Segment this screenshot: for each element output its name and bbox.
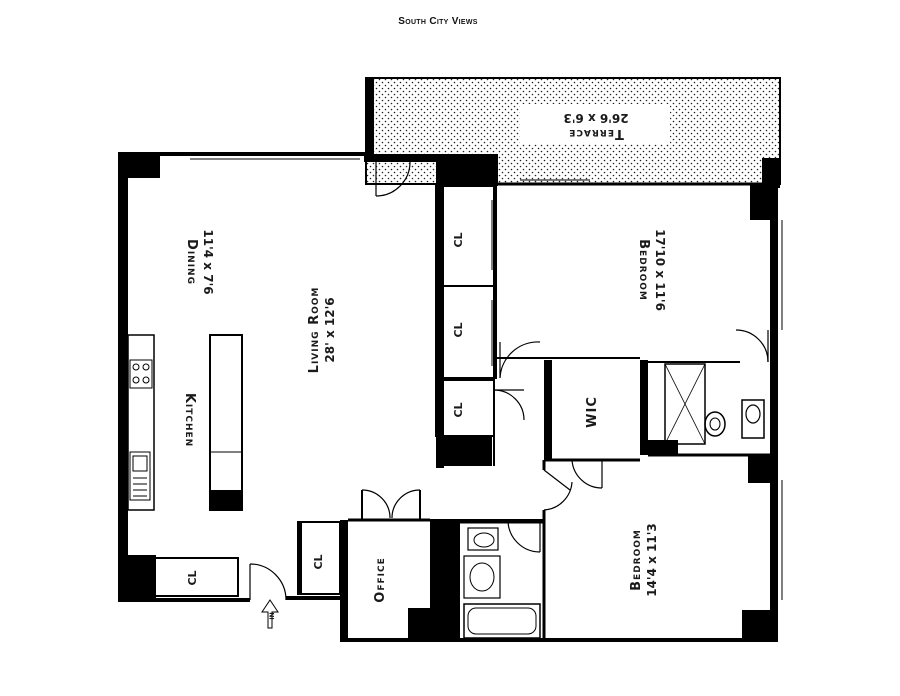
outer-walls xyxy=(118,152,783,642)
closet-column xyxy=(435,185,497,468)
office xyxy=(348,489,544,522)
closet-doors xyxy=(493,341,541,421)
terrace-dims: 26'6 x 6'3 xyxy=(563,111,628,125)
dining-label: Dining xyxy=(184,239,199,285)
closet-label-3: CL xyxy=(452,402,465,417)
living-room-dims: 28' x 12'6 xyxy=(323,297,337,362)
entry-closet xyxy=(297,521,341,595)
bedroom-upper-label: Bedroom xyxy=(636,239,651,301)
closet-label-5: CL xyxy=(186,570,199,585)
kitchen xyxy=(127,334,243,511)
hall-walls xyxy=(493,436,546,470)
office-label: Office xyxy=(373,557,388,602)
walk-in-closet xyxy=(544,360,640,489)
bedroom-lower-label: Bedroom xyxy=(629,529,644,591)
kitchen-closet xyxy=(151,557,239,597)
living-room-label: Living Room xyxy=(307,287,322,374)
bedroom-lower-dims: 14'4 x 11'3 xyxy=(645,523,659,597)
hall-bath xyxy=(430,519,544,640)
bedroom-upper-dims: 17'10 x 11'6 xyxy=(653,229,667,311)
wic-label: WIC xyxy=(585,396,600,428)
plan-title: South City Views xyxy=(398,16,478,27)
master-bath xyxy=(648,363,770,457)
dining-dims: 11'4 x 7'6 xyxy=(201,229,215,294)
terrace xyxy=(365,77,781,188)
closet-label-1: CL xyxy=(452,232,465,247)
terrace-door xyxy=(375,161,411,197)
closet-label-2: CL xyxy=(452,322,465,337)
entry-door xyxy=(249,563,287,601)
bedroom-upper xyxy=(494,329,769,455)
kitchen-label: Kitchen xyxy=(182,393,197,447)
entry-label: IN xyxy=(269,612,276,619)
entry-arrow-icon xyxy=(261,599,279,629)
closet-label-4: CL xyxy=(312,554,325,569)
bedroom-lower xyxy=(542,469,573,640)
terrace-label: Terrace xyxy=(568,126,624,141)
